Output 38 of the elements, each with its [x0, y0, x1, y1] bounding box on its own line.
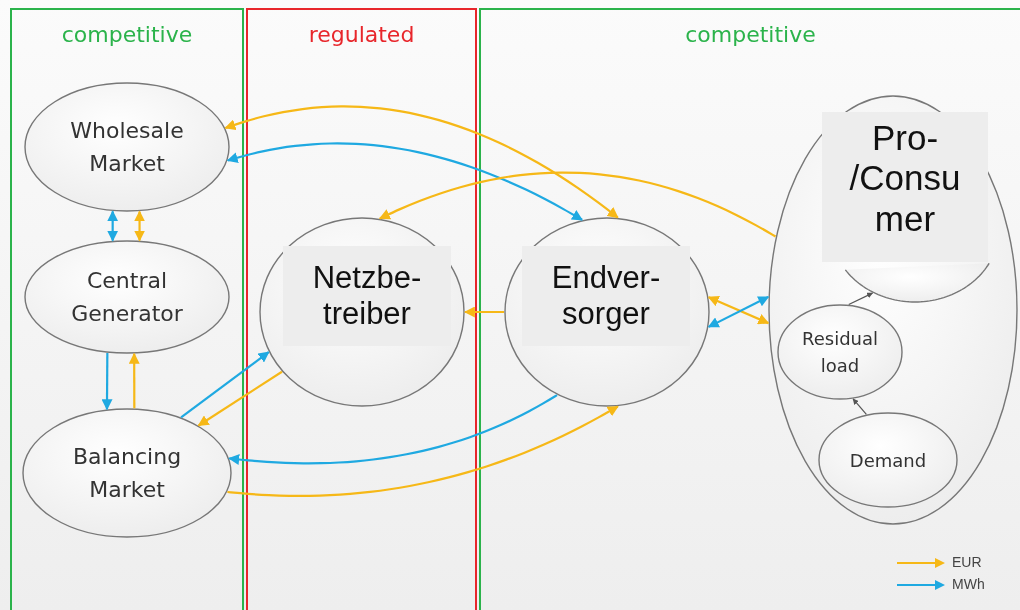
ellipse-node — [777, 304, 903, 400]
market-band — [479, 8, 1020, 610]
node-title: Endver- sorger — [550, 260, 662, 332]
arrow — [180, 351, 270, 419]
band-heading: regulated — [307, 22, 416, 47]
arrow — [378, 171, 777, 238]
node-label: Balancing Market — [71, 443, 183, 504]
arrow — [101, 352, 113, 411]
arrow — [852, 398, 867, 415]
legend-label: EUR — [952, 554, 982, 570]
arrow — [227, 405, 619, 497]
node-label: Central Generator — [70, 267, 184, 328]
legend-label: MWh — [952, 576, 985, 592]
ellipse-node — [818, 412, 958, 508]
market-band — [246, 8, 477, 610]
arrow — [228, 394, 558, 465]
market-band — [10, 8, 244, 610]
ellipse-node — [259, 217, 465, 407]
arrow — [134, 210, 146, 242]
node-title: Pro- /Consu mer — [848, 118, 962, 239]
node-label: Residual load — [802, 327, 878, 378]
band-heading: competitive — [684, 22, 817, 47]
ellipse-node — [768, 95, 1018, 525]
band-heading: competitive — [60, 22, 194, 47]
ellipse-node — [24, 240, 230, 354]
node-title: Netzbe- treiber — [311, 260, 423, 332]
arrow — [463, 306, 504, 318]
ellipse-node — [504, 217, 710, 407]
arrow — [224, 105, 619, 219]
node-label: Demand — [849, 448, 927, 473]
node-label: Wholesale Market — [69, 117, 185, 178]
ellipse-node — [22, 408, 232, 538]
arrow — [107, 210, 119, 242]
arrow — [128, 352, 140, 409]
arrow — [848, 292, 874, 306]
ellipse-node — [24, 82, 230, 212]
arrow — [226, 142, 584, 221]
arrow — [197, 370, 283, 427]
